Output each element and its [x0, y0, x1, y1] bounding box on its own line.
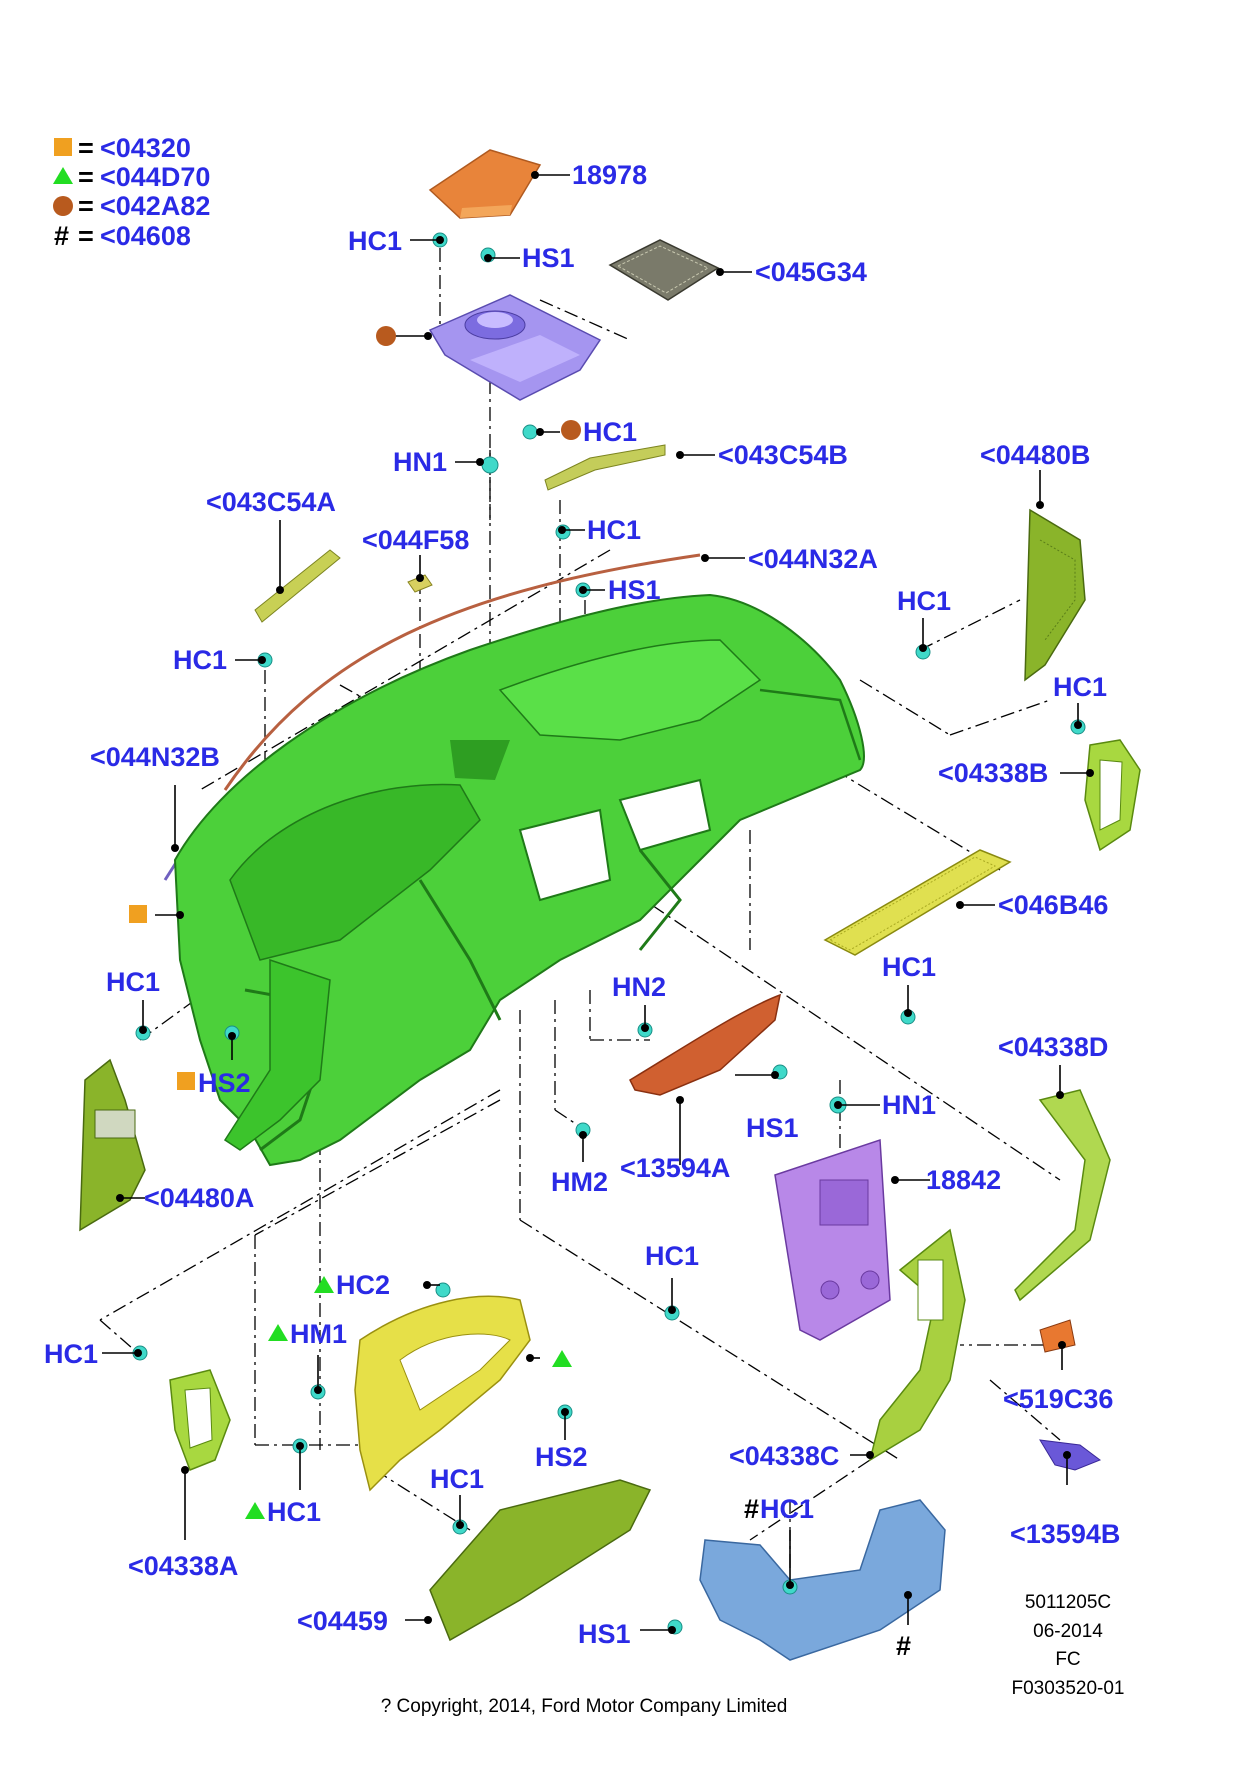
callout-hs1: HS1 — [522, 243, 575, 273]
triangle-marker-icon — [552, 1350, 572, 1367]
legend-circle-icon — [53, 196, 73, 216]
callout-hc2: HC2 — [336, 1270, 390, 1300]
callout-hc1: HC1 — [587, 515, 641, 545]
callout-hs1: HS1 — [608, 575, 661, 605]
callout-04338B: <04338B — [938, 758, 1048, 788]
square-marker-icon — [177, 1072, 195, 1090]
end-panel-04480B — [1024, 508, 1086, 682]
circle-marker-icon — [376, 326, 396, 346]
legend: = <04320 = <044D70 = <042A82 # = <04608 — [53, 133, 210, 251]
radio-18842 — [774, 1138, 891, 1341]
bracket-13594A — [629, 993, 782, 1096]
callout-045G34: <045G34 — [755, 257, 867, 287]
callout-hc1: HC1 — [882, 952, 936, 982]
legend-code: <042A82 — [100, 191, 210, 221]
callout-hc1: HC1 — [583, 417, 637, 447]
end-panel-04480A — [79, 1058, 146, 1232]
callout-04459: <04459 — [297, 1606, 388, 1636]
callout-hs2: HS2 — [198, 1068, 251, 1098]
lid-18978 — [428, 149, 542, 219]
callout-hc1: HC1 — [106, 967, 160, 997]
callout-13594A: <13594A — [620, 1153, 730, 1183]
legend-code: <04320 — [100, 133, 191, 163]
callout-labels: 18978 HC1 HS1 <045G34 HC1 HN1 <043C54B <… — [44, 160, 1120, 1661]
legend-code: <04608 — [100, 221, 191, 251]
triangle-marker-icon — [245, 1502, 265, 1519]
hash-marker: # — [744, 1494, 759, 1524]
callout-044N32A: <044N32A — [748, 544, 878, 574]
callout-hc1: HC1 — [897, 586, 951, 616]
seal-044N32A — [223, 553, 701, 791]
diagram-region: FC — [1055, 1649, 1080, 1670]
callout-hc1: HC1 — [348, 226, 402, 256]
diagram-code: 5011205C — [1025, 1592, 1111, 1613]
legend-square-icon — [54, 138, 72, 156]
strip-043C54A — [254, 549, 341, 623]
callout-hc1: HC1 — [173, 645, 227, 675]
legend-hash-icon: # — [54, 221, 69, 251]
callout-hc1: HC1 — [1053, 672, 1107, 702]
square-marker-icon — [129, 905, 147, 923]
triangle-marker-icon — [314, 1276, 334, 1293]
callout-044F58: <044F58 — [362, 525, 469, 555]
assembly-lines — [99, 248, 1061, 1570]
callout-04338C: <04338C — [729, 1441, 839, 1471]
callout-043C54B: <043C54B — [718, 440, 848, 470]
bezel-04338D — [1014, 1089, 1111, 1302]
legend-eq: = — [78, 191, 94, 221]
strip-043C54B — [544, 444, 666, 491]
callout-04480A: <04480A — [144, 1183, 254, 1213]
bezel-04338C — [868, 1228, 966, 1462]
callout-hc1: HC1 — [267, 1497, 321, 1527]
legend-eq: = — [78, 221, 94, 251]
vent-04338A — [169, 1369, 231, 1471]
callout-hs2: HS2 — [535, 1442, 588, 1472]
lower-console — [699, 1499, 946, 1661]
callout-04480B: <04480B — [980, 440, 1090, 470]
figure-id: F0303520-01 — [1011, 1678, 1124, 1699]
legend-code: <044D70 — [100, 162, 210, 192]
meta-block: 5011205C 06-2014 FC F0303520-01 ? Copyri… — [381, 1592, 1125, 1717]
part-519C36 — [1039, 1319, 1076, 1353]
strip-046B46 — [823, 849, 1012, 956]
callout-hc1: HC1 — [760, 1494, 814, 1524]
callout-13594B: <13594B — [1010, 1519, 1120, 1549]
legend-eq: = — [78, 162, 94, 192]
callout-046B46: <046B46 — [998, 890, 1108, 920]
callout-18842: 18842 — [926, 1165, 1001, 1195]
callout-hn1: HN1 — [882, 1090, 936, 1120]
callout-04338A: <04338A — [128, 1551, 238, 1581]
callout-hn1: HN1 — [393, 447, 447, 477]
callout-hc1: HC1 — [44, 1339, 98, 1369]
legend-triangle-icon — [53, 167, 73, 184]
door-04459 — [429, 1479, 652, 1642]
vent-04338B — [1084, 739, 1141, 852]
copyright-text: ? Copyright, 2014, Ford Motor Company Li… — [381, 1696, 788, 1717]
instrument-panel — [173, 593, 865, 1167]
circle-marker-icon — [561, 420, 581, 440]
bin-tray — [428, 294, 602, 401]
callout-hs1: HS1 — [578, 1619, 631, 1649]
callout-hm2: HM2 — [551, 1167, 608, 1197]
cluster-bezel — [354, 1295, 531, 1492]
callout-043C54A: <043C54A — [206, 487, 336, 517]
callout-18978: 18978 — [572, 160, 647, 190]
callout-519C36: <519C36 — [1003, 1384, 1113, 1414]
callout-hash: # — [896, 1631, 911, 1661]
callout-044N32B: <044N32B — [90, 742, 220, 772]
callout-hm1: HM1 — [290, 1319, 347, 1349]
triangle-marker-icon — [268, 1324, 288, 1341]
legend-eq: = — [78, 133, 94, 163]
callout-hc1: HC1 — [645, 1241, 699, 1271]
callout-hs1: HS1 — [746, 1113, 799, 1143]
leaders — [102, 171, 1094, 1634]
callout-hn2: HN2 — [612, 972, 666, 1002]
mat-045G34 — [608, 239, 720, 301]
callout-hc1: HC1 — [430, 1464, 484, 1494]
callout-04338D: <04338D — [998, 1032, 1108, 1062]
diagram-date: 06-2014 — [1033, 1621, 1103, 1642]
